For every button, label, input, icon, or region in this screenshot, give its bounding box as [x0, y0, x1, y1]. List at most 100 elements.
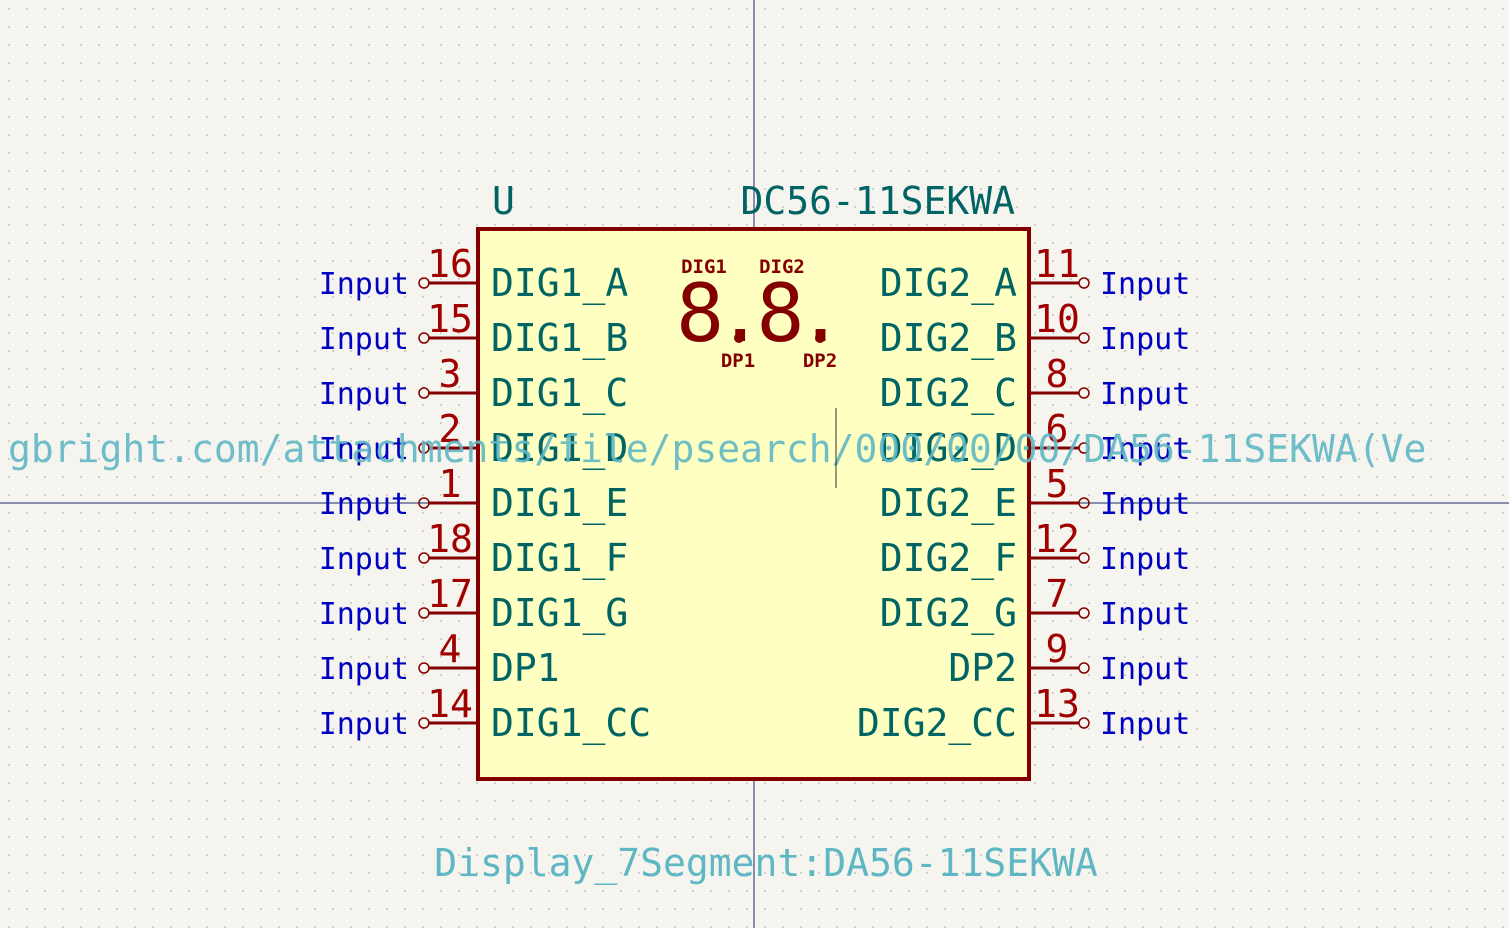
pin-name: DIG1_E — [491, 481, 628, 526]
pin-endpoint-icon[interactable] — [1078, 387, 1090, 399]
pin-number: 3 — [439, 352, 462, 396]
value-field[interactable]: DC56-11SEKWA — [740, 179, 1015, 223]
pin-endpoint-icon[interactable] — [1078, 277, 1090, 289]
pin-endpoint-icon[interactable] — [1078, 497, 1090, 509]
library-id-field[interactable]: Display_7Segment:DA56-11SEKWA — [434, 841, 1098, 886]
pin-name: DIG2_F — [880, 536, 1017, 581]
pin-endpoint-icon[interactable] — [418, 387, 430, 399]
pin-endpoint-icon[interactable] — [418, 717, 430, 729]
pin-name: DIG2_A — [880, 261, 1017, 306]
right-pin-6[interactable]: 6 DIG2_D Input — [880, 407, 1191, 471]
pin-endpoint-icon[interactable] — [418, 607, 430, 619]
pin-number: 7 — [1046, 572, 1069, 616]
pin-number: 10 — [1034, 297, 1080, 341]
reference-field[interactable]: U — [492, 179, 515, 223]
digit2-label: DIG2 — [759, 256, 805, 278]
right-pin-7[interactable]: 7 DIG2_G Input — [880, 572, 1191, 636]
left-pin-15[interactable]: 15 DIG1_B Input — [319, 297, 629, 361]
pin-endpoint-icon[interactable] — [418, 662, 430, 674]
pin-name: DIG2_B — [880, 316, 1017, 361]
net-label[interactable]: Input — [1100, 377, 1190, 412]
pin-number: 8 — [1046, 352, 1069, 396]
pin-endpoint-icon[interactable] — [418, 277, 430, 289]
pin-endpoint-icon[interactable] — [418, 552, 430, 564]
dp1-label: DP1 — [721, 350, 755, 372]
left-pin-16[interactable]: 16 DIG1_A Input — [319, 242, 629, 306]
pin-name: DIG2_G — [880, 591, 1017, 636]
pin-number: 2 — [439, 407, 462, 451]
pin-endpoint-icon[interactable] — [418, 497, 430, 509]
net-label[interactable]: Input — [319, 432, 409, 467]
net-label[interactable]: Input — [319, 322, 409, 357]
left-pin-4[interactable]: 4 DP1 Input — [319, 627, 560, 690]
pin-name: DIG1_A — [491, 261, 628, 306]
right-pin-10[interactable]: 10 DIG2_B Input — [880, 297, 1191, 361]
pin-number: 5 — [1046, 462, 1069, 506]
pin-name: DIG2_E — [880, 481, 1017, 526]
pin-number: 13 — [1034, 682, 1080, 726]
pin-endpoint-icon[interactable] — [1078, 717, 1090, 729]
pin-number: 14 — [427, 682, 473, 726]
pin-endpoint-icon[interactable] — [418, 442, 430, 454]
pin-name: DIG1_D — [491, 426, 628, 471]
net-label[interactable]: Input — [319, 597, 409, 632]
net-label[interactable]: Input — [1100, 487, 1190, 522]
pin-number: 1 — [439, 462, 462, 506]
right-pin-5[interactable]: 5 DIG2_E Input — [880, 462, 1191, 526]
pin-number: 9 — [1046, 627, 1069, 671]
net-label[interactable]: Input — [1100, 432, 1190, 467]
pin-number: 16 — [427, 242, 473, 286]
pin-number: 15 — [427, 297, 473, 341]
net-label[interactable]: Input — [1100, 322, 1190, 357]
left-pin-14[interactable]: 14 DIG1_CC Input — [319, 682, 651, 746]
pin-endpoint-icon[interactable] — [1078, 607, 1090, 619]
pin-name: DIG2_CC — [857, 701, 1017, 746]
left-pin-1[interactable]: 1 DIG1_E Input — [319, 462, 629, 526]
left-pin-3[interactable]: 3 DIG1_C Input — [319, 352, 629, 416]
pin-name: DIG1_F — [491, 536, 628, 581]
net-label[interactable]: Input — [1100, 652, 1190, 687]
pin-number: 6 — [1046, 407, 1069, 451]
net-label[interactable]: Input — [319, 267, 409, 302]
digit1-label: DIG1 — [681, 256, 727, 278]
pin-endpoint-icon[interactable] — [1078, 552, 1090, 564]
net-label[interactable]: Input — [1100, 542, 1190, 577]
pin-endpoint-icon[interactable] — [1078, 442, 1090, 454]
pin-endpoint-icon[interactable] — [1078, 662, 1090, 674]
pin-endpoint-icon[interactable] — [418, 332, 430, 344]
pin-name: DIG1_B — [491, 316, 628, 361]
dp2-dot — [815, 333, 825, 343]
pin-name: DIG2_C — [880, 371, 1017, 416]
dp2-label: DP2 — [803, 350, 837, 372]
pin-name: DP1 — [491, 646, 560, 690]
pin-number: 17 — [427, 572, 473, 616]
dp1-dot — [734, 333, 744, 343]
pin-number: 11 — [1034, 242, 1080, 286]
pin-endpoint-icon[interactable] — [1078, 332, 1090, 344]
pin-number: 12 — [1034, 517, 1080, 561]
pin-name: DIG1_C — [491, 371, 628, 416]
datasheet-field[interactable]: gbright.com/attachments/file/psearch/000… — [8, 427, 1426, 471]
net-label[interactable]: Input — [1100, 707, 1190, 742]
net-label[interactable]: Input — [319, 377, 409, 412]
right-pin-11[interactable]: 11 DIG2_A Input — [880, 242, 1191, 306]
net-label[interactable]: Input — [1100, 267, 1190, 302]
pin-number: 18 — [427, 517, 473, 561]
left-pin-2[interactable]: 2 DIG1_D Input — [319, 407, 629, 471]
net-label[interactable]: Input — [1100, 597, 1190, 632]
net-label[interactable]: Input — [319, 542, 409, 577]
right-pin-8[interactable]: 8 DIG2_C Input — [880, 352, 1191, 416]
pin-number: 4 — [439, 627, 462, 671]
right-pin-12[interactable]: 12 DIG2_F Input — [880, 517, 1191, 581]
pin-name: DIG1_CC — [491, 701, 651, 746]
net-label[interactable]: Input — [319, 707, 409, 742]
right-pin-13[interactable]: 13 DIG2_CC Input — [857, 682, 1190, 746]
net-label[interactable]: Input — [319, 652, 409, 687]
left-pin-18[interactable]: 18 DIG1_F Input — [319, 517, 629, 581]
pin-name: DIG2_D — [880, 426, 1017, 471]
net-label[interactable]: Input — [319, 487, 409, 522]
